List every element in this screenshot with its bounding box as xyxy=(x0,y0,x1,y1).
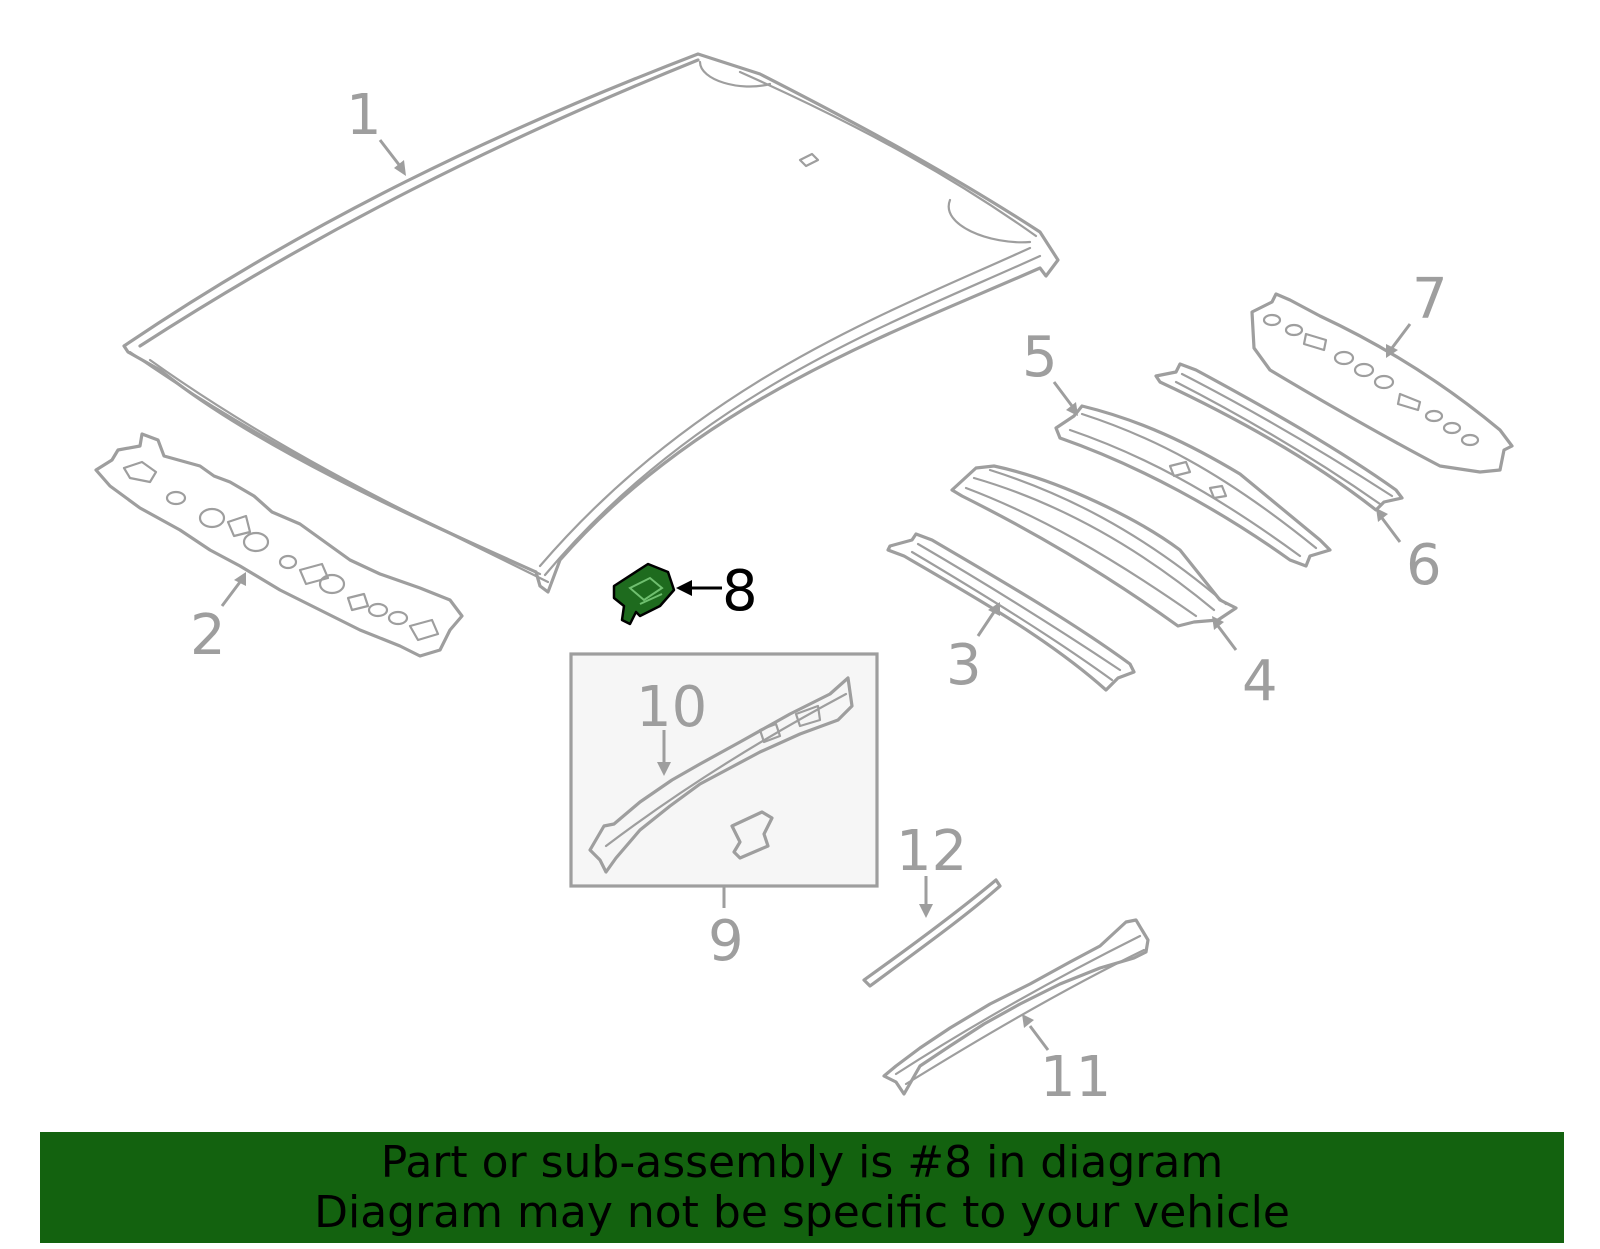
callout-9: 9 xyxy=(708,909,744,974)
info-banner: Part or sub-assembly is #8 in diagram Di… xyxy=(40,1132,1564,1243)
sub-assembly-box-9 xyxy=(569,652,879,888)
front-header xyxy=(94,432,464,658)
callout-5: 5 xyxy=(1022,325,1058,390)
callout-6: 6 xyxy=(1406,533,1442,598)
roof-bow-3 xyxy=(886,532,1136,692)
drip-molding-12 xyxy=(862,878,1002,988)
roof-panel xyxy=(122,52,1060,594)
callout-3: 3 xyxy=(946,633,982,698)
callout-7: 7 xyxy=(1412,267,1448,332)
side-rail-inner-10 xyxy=(588,676,854,874)
rear-header xyxy=(1250,292,1514,474)
callout-4: 4 xyxy=(1242,649,1278,714)
banner-line-disclaimer: Diagram may not be specific to your vehi… xyxy=(314,1186,1290,1238)
callout-10: 10 xyxy=(636,675,707,740)
roof-bow-4 xyxy=(950,464,1238,628)
roof-bow-5 xyxy=(1054,404,1332,568)
callout-arrows xyxy=(220,139,1412,1051)
small-bracket-9 xyxy=(730,810,774,860)
callout-8[interactable]: 8 xyxy=(722,559,758,624)
roof-bow-6 xyxy=(1154,362,1404,512)
banner-line-part: Part or sub-assembly is #8 in diagram xyxy=(380,1136,1224,1188)
callout-12: 12 xyxy=(896,819,967,884)
side-rail-outer-11 xyxy=(882,918,1150,1096)
callout-1: 1 xyxy=(346,83,382,148)
callout-11: 11 xyxy=(1040,1045,1111,1110)
callout-2: 2 xyxy=(190,603,226,668)
bracket-part-8[interactable] xyxy=(612,562,676,626)
